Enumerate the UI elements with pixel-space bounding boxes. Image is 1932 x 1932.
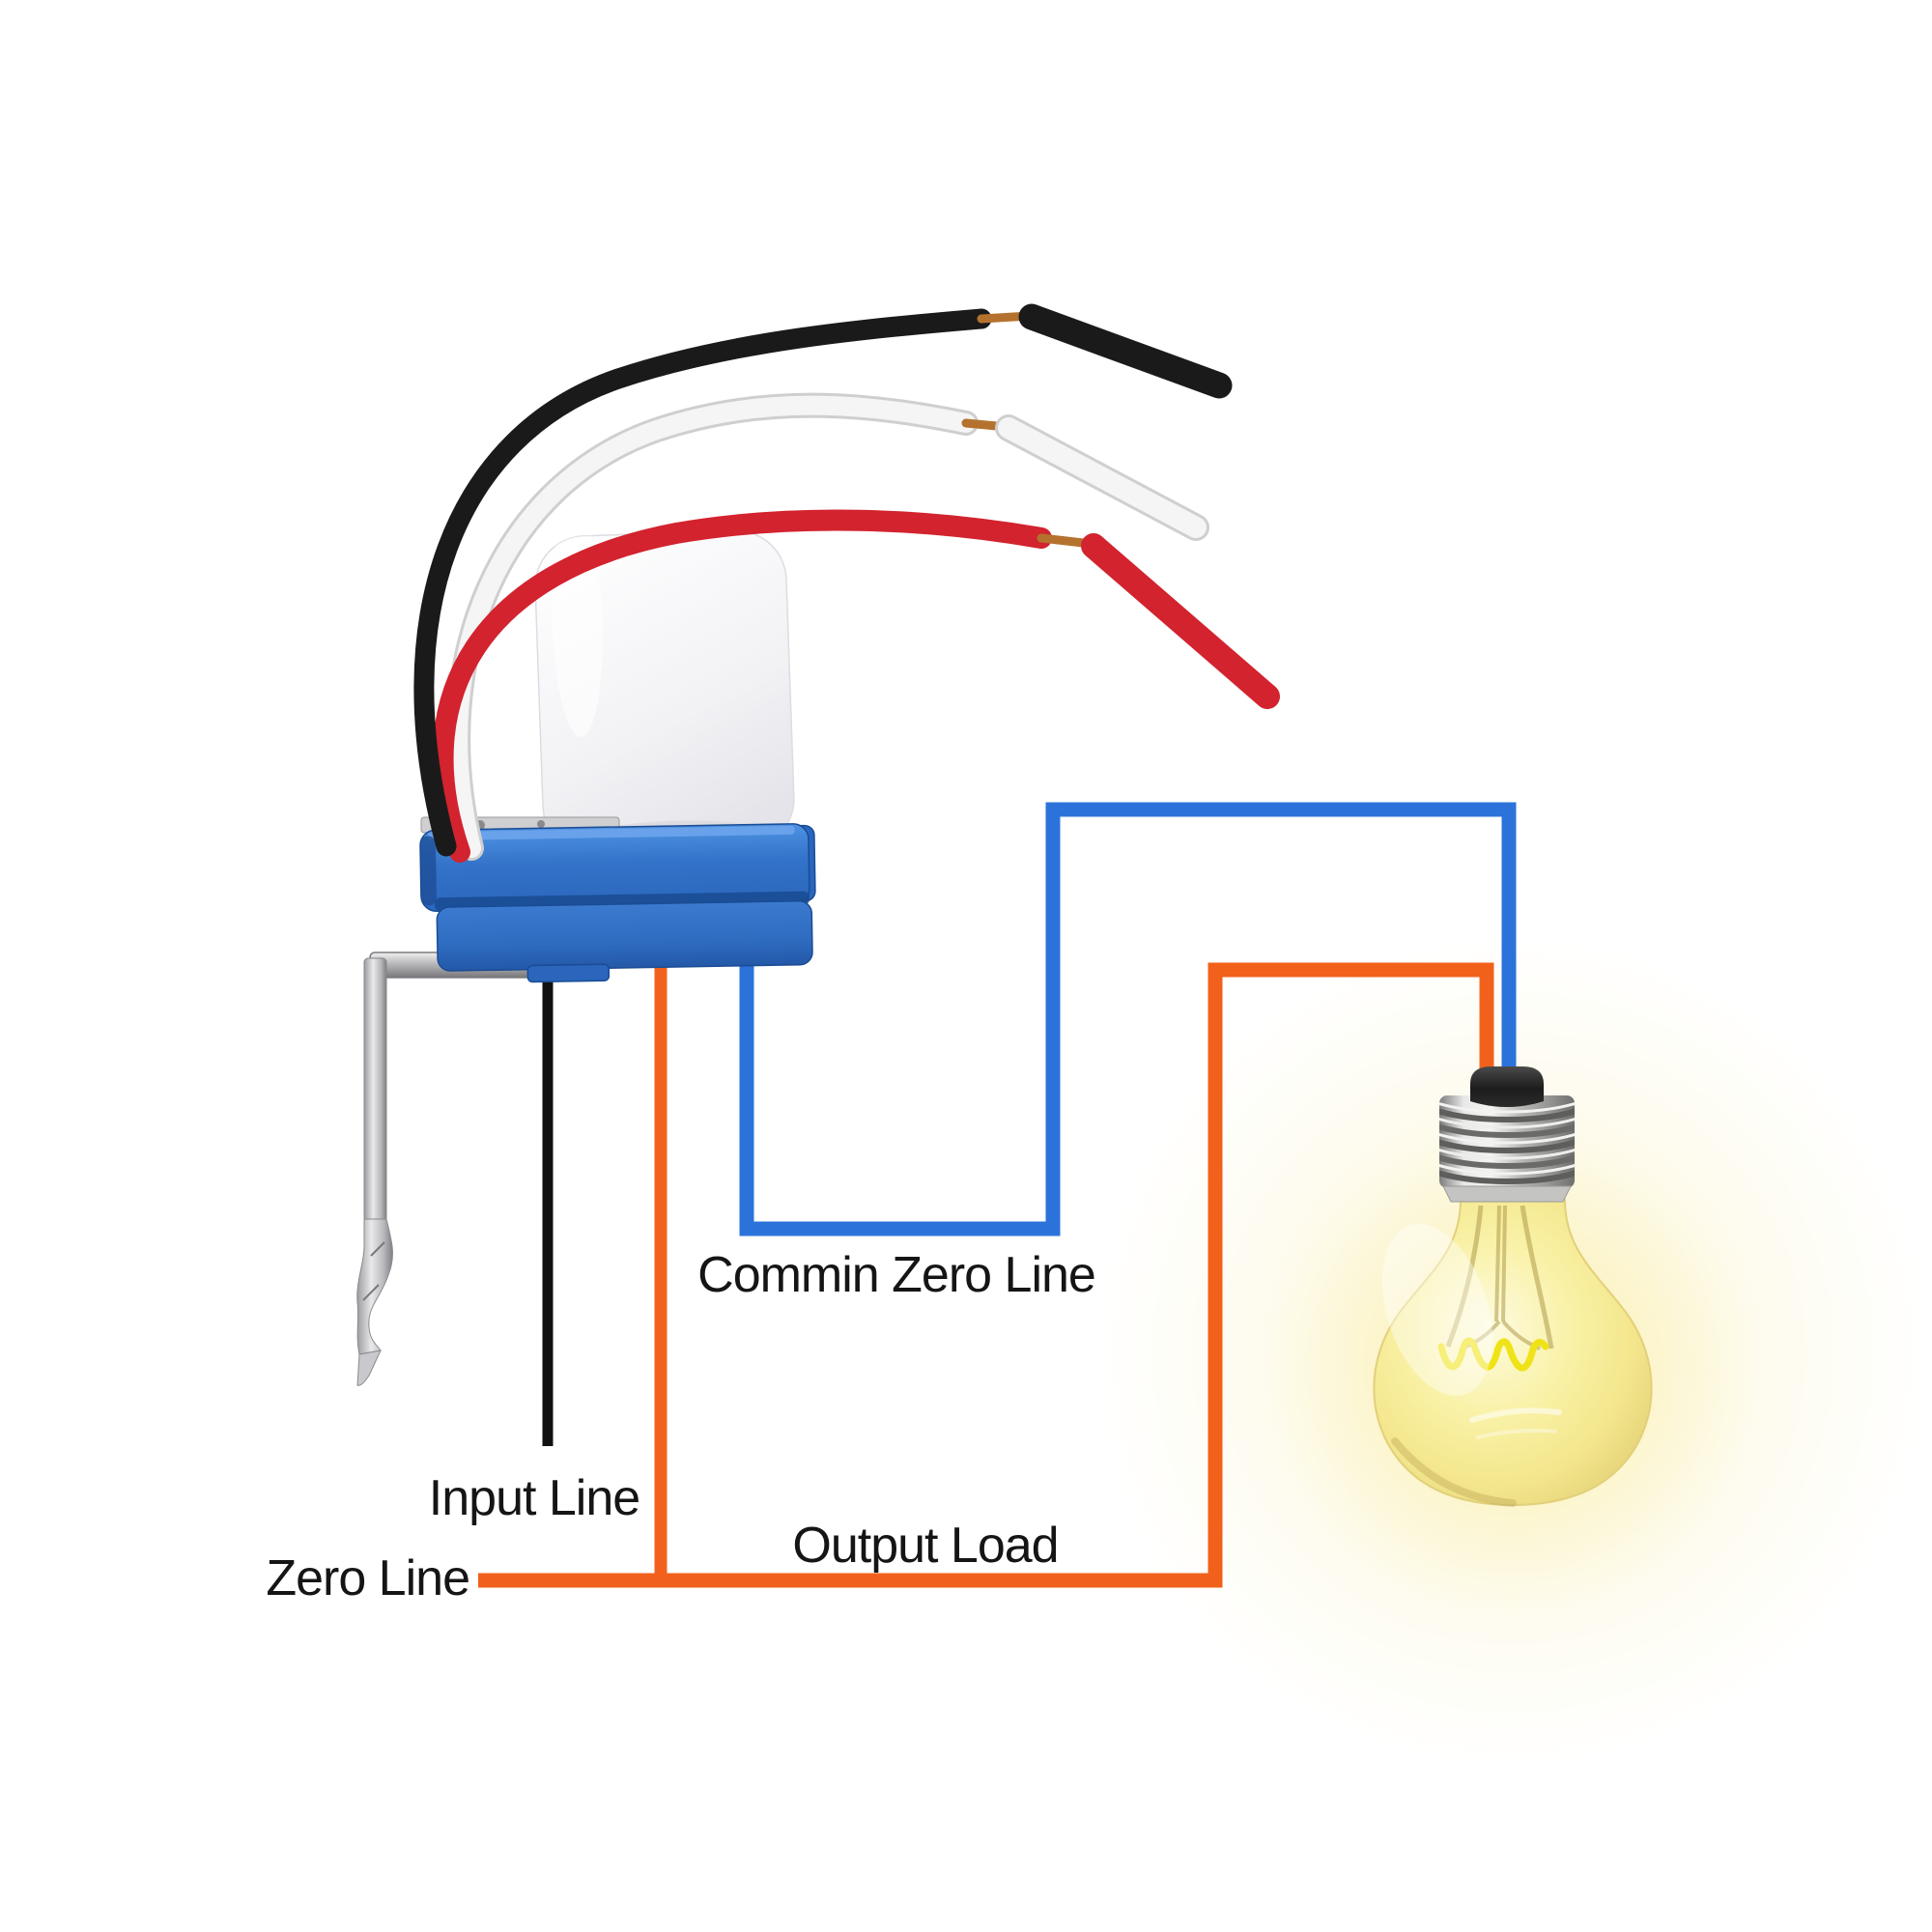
white-wire-tip — [998, 417, 1207, 538]
pigtail-wires — [413, 303, 1280, 863]
bracket-twist — [356, 1218, 393, 1355]
photocell-device — [356, 303, 1280, 1386]
glass-reflection-line — [1469, 1407, 1562, 1423]
base-lower-band — [436, 899, 813, 972]
red-wire-tip — [1081, 533, 1280, 709]
filament — [1437, 1337, 1549, 1372]
bracket-tip — [356, 1350, 382, 1386]
label-output-load: Output Load — [792, 1518, 1058, 1574]
black-wire — [413, 308, 992, 857]
device-base — [419, 823, 816, 983]
schematic-wires — [478, 802, 1517, 1588]
screw-collar — [1442, 1185, 1572, 1203]
glass-reflection-line-2 — [1476, 1428, 1557, 1439]
red-wire — [432, 509, 1052, 863]
output-load-wire — [478, 962, 1494, 1588]
filament-supports — [1445, 1205, 1554, 1350]
mounting-bracket — [356, 952, 556, 1386]
bracket-strip — [363, 957, 387, 1222]
screw-threads — [1439, 1101, 1575, 1184]
light-bulb — [1373, 1066, 1653, 1507]
glass-highlight — [1381, 1224, 1493, 1396]
base-top-highlight — [427, 825, 795, 841]
label-input-line: Input Line — [429, 1470, 639, 1526]
bracket-twist-facets — [362, 1241, 385, 1301]
glass-bottom-rim — [1391, 1437, 1517, 1507]
diagram-labels: Commin Zero Line Input Line Zero Line Ou… — [266, 1247, 1096, 1606]
black-wire-tip — [1018, 303, 1233, 399]
common-zero-line-wire — [739, 802, 1517, 1236]
label-common-zero-line: Commin Zero Line — [697, 1247, 1095, 1303]
bulb-cap — [1470, 1066, 1544, 1107]
base-bottom-tab — [526, 963, 611, 983]
base-left-shadow — [419, 836, 437, 906]
label-zero-line: Zero Line — [266, 1550, 469, 1606]
